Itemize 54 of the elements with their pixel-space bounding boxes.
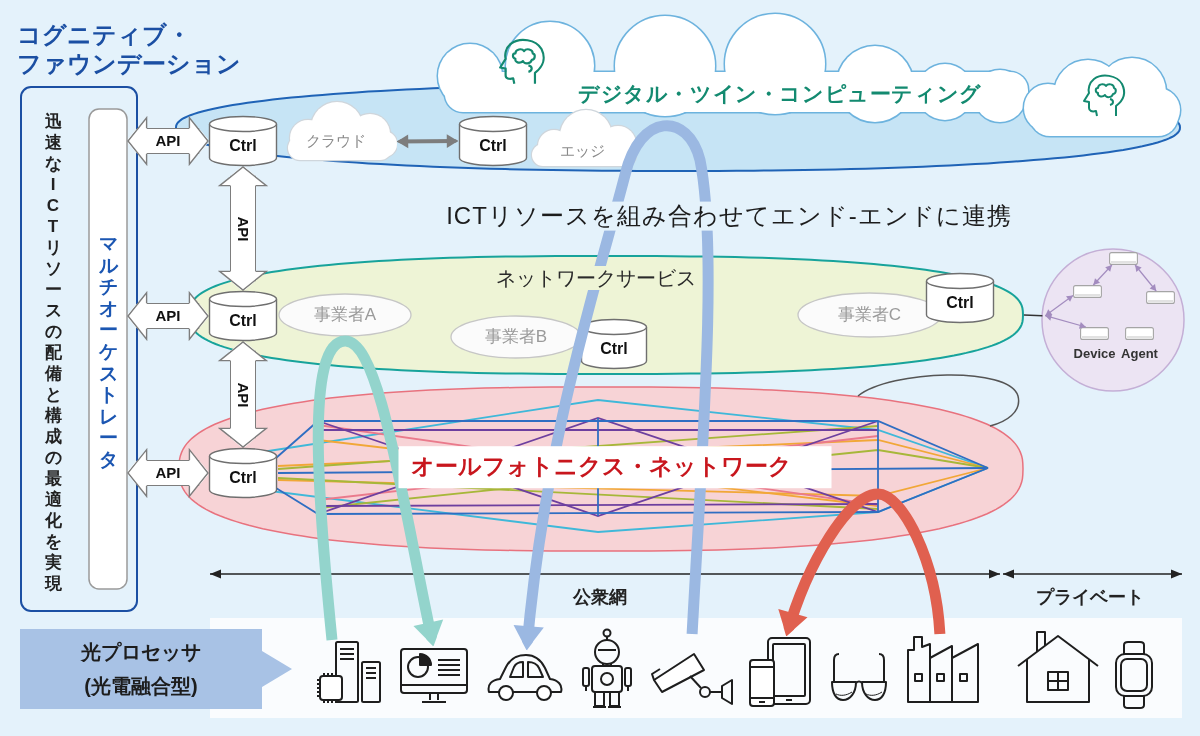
database-cylinder (458, 115, 528, 167)
panel-heading: コグニティブ・ファウンデーション (17, 20, 242, 78)
edge-label: API (234, 216, 252, 241)
rounded-bar (88, 108, 128, 590)
oval-shape (278, 293, 412, 337)
oval-shape (797, 292, 942, 338)
ctrl-label: Ctrl (229, 136, 257, 156)
vertical-title: マルチオーケストレータ (99, 233, 117, 471)
ctrl-label: Ctrl (600, 339, 628, 359)
callout-text: 光プロセッサ(光電融合型) (79, 640, 202, 699)
layer-title: オールフォトニクス・ネットワーク (398, 446, 832, 488)
factory-icon (904, 634, 982, 704)
box-caption: Device (1073, 346, 1116, 362)
ctrl-label: Ctrl (229, 311, 257, 331)
cloud-label: クラウド (306, 132, 366, 150)
ctrl-label: Ctrl (946, 293, 974, 313)
edge-label: API (234, 382, 252, 407)
tablet-phone-icon (748, 636, 812, 708)
small-box (1146, 291, 1175, 304)
double-arrow (1044, 314, 1087, 329)
callout-box (20, 629, 292, 709)
layer-title: デジタル・ツイン・コンピューティング (578, 81, 982, 107)
curved-arrow (312, 335, 444, 648)
database-cylinder (925, 272, 995, 324)
oval-label: 事業者C (837, 304, 902, 326)
connector-line (1023, 314, 1044, 317)
watch-icon (1112, 640, 1156, 710)
edge-label: API (155, 307, 181, 325)
edge-label: API (155, 132, 181, 150)
small-box (1109, 252, 1138, 265)
vertical-text: 迅速なICTリソースの配備と構成の最適化を実現 (45, 110, 61, 594)
curved-arrow (778, 488, 946, 638)
small-box (1073, 285, 1102, 298)
double-arrow (1044, 294, 1074, 317)
double-arrow (1134, 264, 1157, 292)
database-cylinder (208, 290, 278, 342)
curved-arrow (513, 120, 714, 651)
database-cylinder (580, 318, 648, 370)
database-cylinder (208, 115, 278, 167)
span-label: プライベート (1036, 587, 1144, 609)
ctrl-label: Ctrl (479, 136, 507, 156)
ctrl-label: Ctrl (229, 468, 257, 488)
double-arrow (397, 134, 458, 149)
double-arrow (1092, 264, 1113, 286)
box-caption: Agent (1121, 346, 1158, 362)
oval-label: 事業者A (313, 304, 377, 326)
edge-label: API (155, 463, 181, 482)
circle-shape (1041, 248, 1185, 392)
monitor-icon (398, 646, 470, 706)
house-icon (1016, 628, 1100, 704)
database-cylinder (208, 447, 278, 499)
oval-label: 事業者B (484, 326, 548, 348)
span-label: 公衆網 (573, 587, 627, 609)
cloud-label: エッジ (559, 142, 605, 160)
